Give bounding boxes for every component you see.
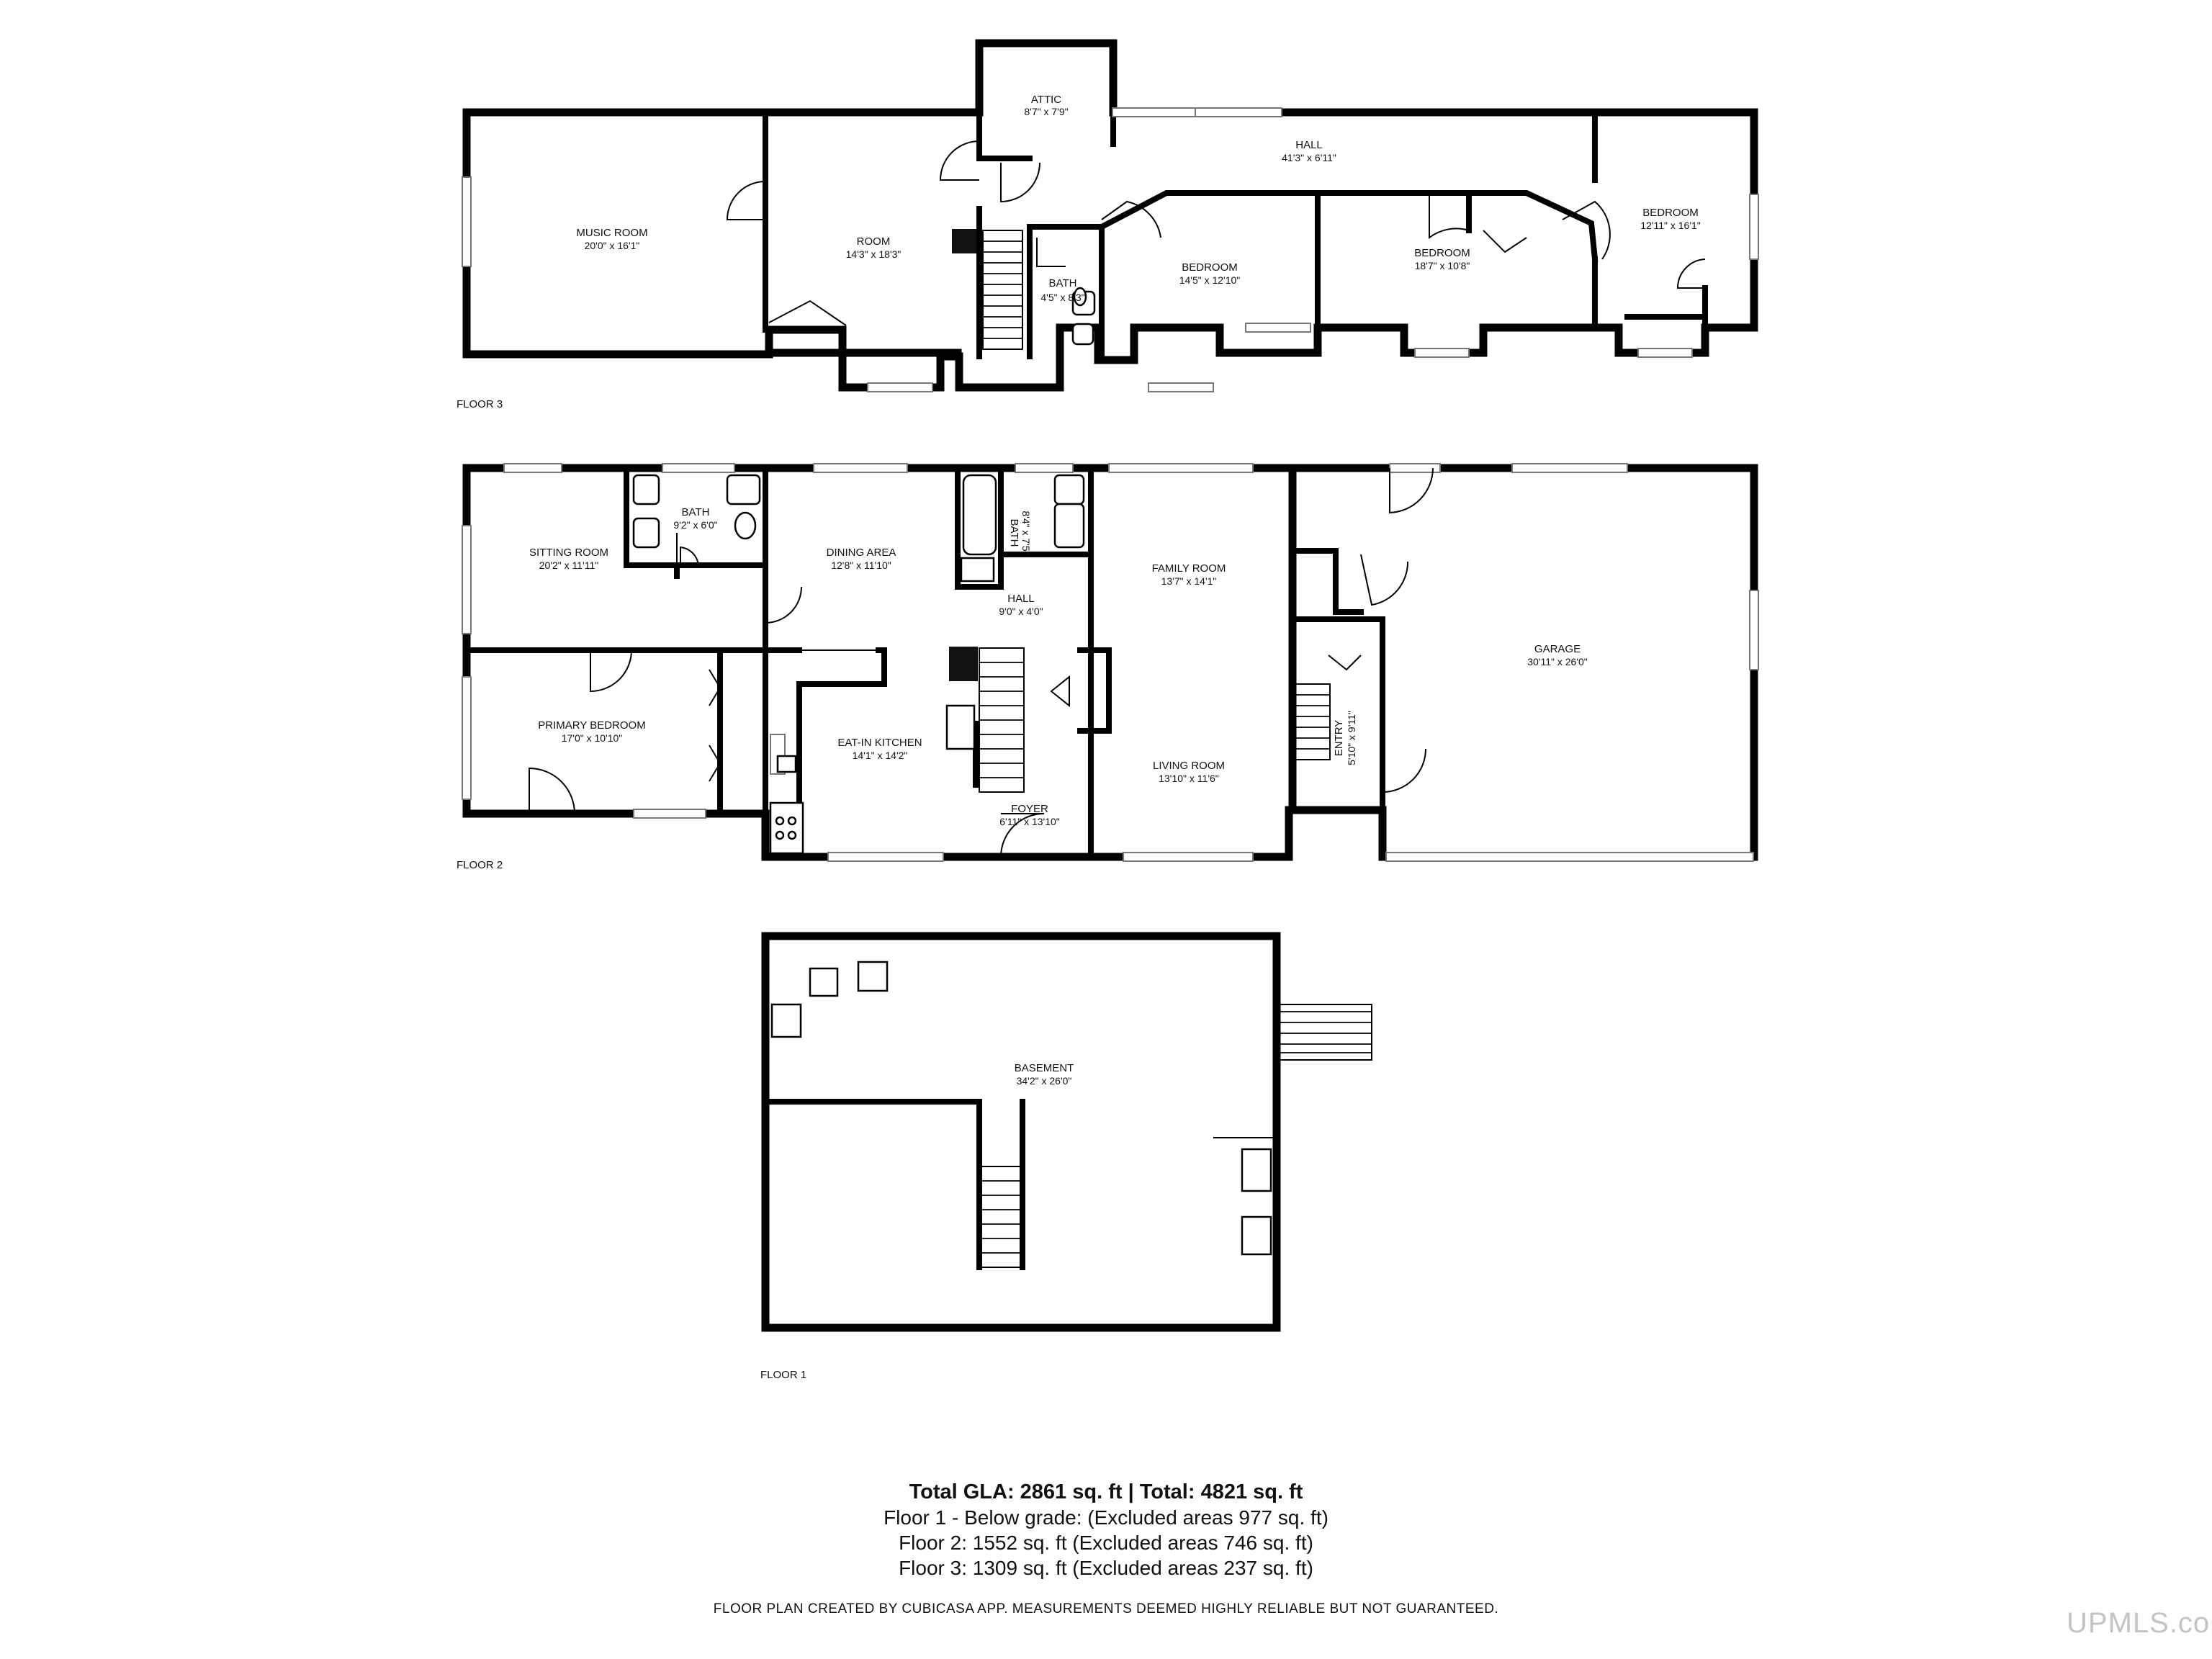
room-name: BEDROOM: [1414, 247, 1470, 259]
room-dims: 18'7" x 10'8": [1415, 260, 1470, 271]
room-dims: 14'5" x 12'10": [1179, 274, 1241, 286]
room-name: EAT-IN KITCHEN: [837, 737, 922, 749]
room-name: BATH: [1049, 277, 1077, 289]
floor-2-windows: [462, 463, 1759, 862]
room-dims: 8'4" x 7'5": [1020, 511, 1032, 554]
floor-2-stairs-icon: [979, 647, 1025, 793]
room-name: FAMILY ROOM: [1152, 562, 1226, 575]
room-dims: 20'2" x 11'11": [539, 559, 599, 571]
room-dims: 9'2" x 6'0": [673, 519, 717, 531]
room-name: LIVING ROOM: [1153, 760, 1225, 772]
room-dims: 13'7" x 14'1": [1161, 575, 1217, 587]
room-dims: 14'3" x 18'3": [846, 248, 902, 260]
room-dims: 6'11" x 13'10": [999, 816, 1060, 827]
floor-label: FLOOR 2: [457, 859, 503, 871]
room-name: ENTRY: [1333, 720, 1345, 757]
room-name: BATH: [682, 506, 710, 518]
floor-1-exterior-stairs-icon: [1277, 1011, 1372, 1053]
floor-1-outer-wall: [761, 932, 1281, 1332]
room-name: BASEMENT: [1015, 1062, 1074, 1074]
room-name: HALL: [1295, 139, 1323, 151]
disclaimer-text: FLOOR PLAN CREATED BY CUBICASA APP. MEAS…: [713, 1601, 1499, 1617]
floor-3-outer-wall: [462, 39, 1758, 392]
floor-3-chimney: [952, 229, 976, 253]
floor-2-room-labels: SITTING ROOM 20'2" x 11'11" BATH 9'2" x …: [529, 506, 1588, 827]
floor-label: FLOOR 3: [457, 398, 503, 410]
room-name: BATH: [1008, 519, 1020, 547]
floor-1-room-labels: BASEMENT 34'2" x 26'0": [1015, 1062, 1074, 1087]
floor-3-doors: [726, 140, 1706, 326]
room-name: PRIMARY BEDROOM: [538, 719, 645, 732]
floor-2-entry-stairs-icon: [1292, 683, 1331, 760]
floor-2-interior-walls: [464, 465, 1385, 860]
room-name: ATTIC: [1031, 94, 1061, 106]
floor-area-line: Floor 1 - Below grade: (Excluded areas 9…: [884, 1506, 1328, 1529]
floor-1-plan: BASEMENT 34'2" x 26'0" FLOOR 1: [760, 932, 1372, 1381]
floor-3-bath-fixtures: [1036, 238, 1096, 346]
room-dims: 9'0" x 4'0": [999, 606, 1043, 617]
floor-3-interior-walls: [763, 109, 1708, 359]
floor-2-fixtures: [632, 474, 1085, 855]
room-dims: 5'10" x 9'11": [1346, 711, 1357, 765]
room-name: ROOM: [857, 235, 891, 248]
room-dims: 17'0" x 10'10": [562, 732, 623, 744]
room-name: FOYER: [1011, 803, 1048, 815]
room-dims: 34'2" x 26'0": [1017, 1075, 1072, 1087]
room-name: BEDROOM: [1182, 261, 1238, 274]
floor-1-fixtures: [770, 961, 1272, 1256]
room-dims: 12'8" x 11'10": [831, 559, 891, 571]
watermark-logo: UPMLS.com: [2067, 1607, 2212, 1639]
room-dims: 20'0" x 16'1": [585, 240, 640, 251]
room-dims: 13'10" x 11'6": [1159, 773, 1219, 784]
room-dims: 30'11" x 26'0": [1527, 656, 1588, 667]
floor-2-doors: [529, 467, 1434, 858]
floor-1-interior-walls: [763, 1099, 1277, 1270]
room-dims: 4'5" x 8'3": [1040, 292, 1084, 303]
total-area: Total GLA: 2861 sq. ft | Total: 4821 sq.…: [909, 1480, 1303, 1503]
floor-3-plan: MUSIC ROOM 20'0" x 16'1" ROOM 14'3" x 18…: [457, 39, 1759, 410]
room-dims: 12'11" x 16'1": [1640, 220, 1701, 231]
room-name: DINING AREA: [827, 547, 896, 559]
floor-1-stairs-icon: [979, 1166, 1023, 1268]
room-name: GARAGE: [1534, 643, 1581, 655]
area-summary: Total GLA: 2861 sq. ft | Total: 4821 sq.…: [746, 1479, 1466, 1581]
floor-area-line: Floor 2: 1552 sq. ft (Excluded areas 746…: [899, 1532, 1313, 1554]
floor-label: FLOOR 1: [760, 1369, 806, 1381]
room-name: BEDROOM: [1642, 207, 1699, 219]
floor-2-plan: SITTING ROOM 20'2" x 11'11" BATH 9'2" x …: [457, 463, 1759, 871]
room-dims: 14'1" x 14'2": [853, 750, 908, 761]
floor-3-room-labels: MUSIC ROOM 20'0" x 16'1" ROOM 14'3" x 18…: [576, 94, 1700, 303]
room-name: SITTING ROOM: [529, 547, 608, 559]
room-name: HALL: [1007, 593, 1035, 605]
floor-3-stairs-icon: [982, 230, 1023, 350]
floor-3-windows: [462, 107, 1759, 392]
room-dims: 41'3" x 6'11": [1282, 152, 1336, 163]
room-name: MUSIC ROOM: [576, 227, 647, 239]
floor-area-line: Floor 3: 1309 sq. ft (Excluded areas 237…: [899, 1557, 1313, 1579]
room-dims: 8'7" x 7'9": [1024, 106, 1068, 117]
